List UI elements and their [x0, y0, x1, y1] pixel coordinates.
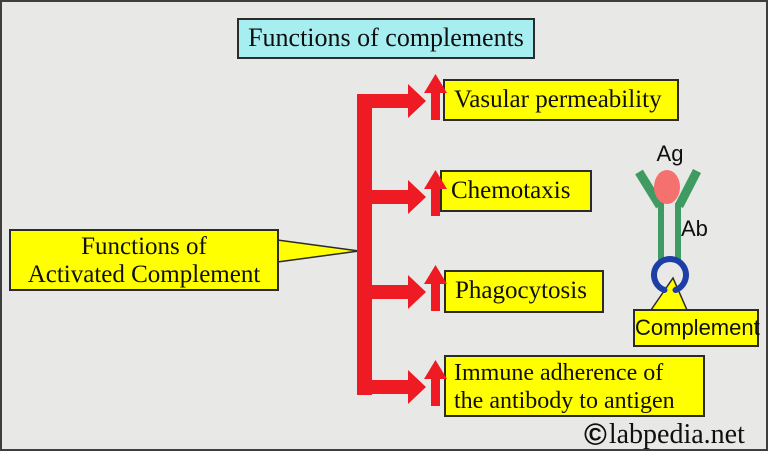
antibody-label: Ab	[681, 216, 708, 241]
branch-label-immune-line2: the antibody to antigen	[454, 388, 675, 414]
branch-label-phagocytosis: Phagocytosis	[455, 277, 587, 304]
branch-box-chemotaxis: Chemotaxis	[440, 170, 592, 212]
left-callout-tail	[269, 238, 360, 264]
copyright-icon: ©	[584, 416, 607, 451]
branch-arrow-immune	[370, 370, 426, 404]
complement-callout-label: Complement	[635, 315, 760, 340]
red-trunk	[357, 94, 372, 395]
complement-callout-tail	[649, 276, 689, 311]
antigen-icon	[654, 170, 680, 204]
branch-label-vascular-permeability: Vasular permeability	[454, 86, 662, 113]
diagram-title: Functions of complements	[237, 18, 535, 59]
diagram-title-label: Functions of complements	[248, 23, 524, 52]
complement-ring-icon	[651, 256, 689, 293]
copyright-notice: © labpedia.net	[584, 416, 745, 451]
copyright-text: labpedia.net	[608, 418, 745, 450]
branch-box-phagocytosis: Phagocytosis	[444, 270, 604, 313]
branch-box-immune-adherence: Immune adherence of the antibody to anti…	[444, 355, 705, 417]
branch-box-vascular-permeability: Vasular permeability	[443, 79, 679, 121]
antigen-label: Ag	[656, 141, 684, 166]
branch-arrow-chemotaxis	[370, 180, 426, 214]
left-callout-line1: Functions of	[81, 233, 207, 260]
branch-arrow-vascular	[370, 84, 426, 118]
left-callout-box: Functions of Activated Complement	[9, 229, 279, 291]
branch-arrow-phagocytosis	[370, 275, 426, 309]
branch-label-chemotaxis: Chemotaxis	[451, 177, 571, 204]
branch-label-immune-line1: Immune adherence of	[454, 360, 664, 386]
left-callout-line2: Activated Complement	[27, 261, 261, 288]
complement-callout-box: Complement	[633, 309, 760, 347]
